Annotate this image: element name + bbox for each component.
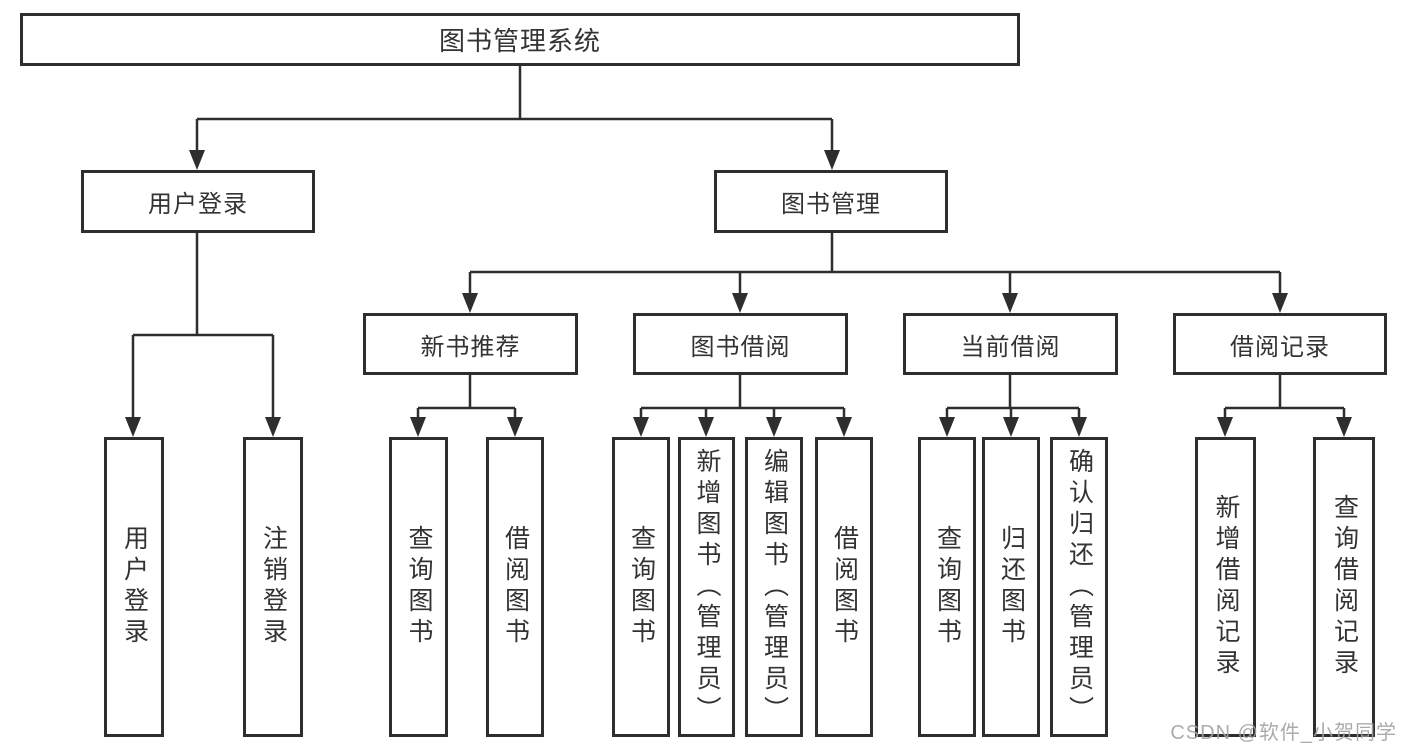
node-current-borrowing: 当前借阅 — [903, 313, 1118, 375]
leaf-query-books-current: 查询图书 — [918, 437, 976, 737]
node-current-borrowing-label: 当前借阅 — [960, 333, 1061, 361]
node-root: 图书管理系统 — [20, 13, 1020, 66]
leaf-query-books-borrowing-label: 查询图书 — [627, 525, 656, 649]
node-user-login-label: 用户登录 — [148, 191, 248, 218]
node-borrowing-records-label: 借阅记录 — [1230, 333, 1330, 361]
leaf-confirm-return-admin-label: 确认归还（管理员） — [1065, 447, 1094, 727]
leaf-edit-book-admin-label: 编辑图书（管理员） — [760, 447, 789, 727]
leaf-logout-label: 注销登录 — [259, 525, 288, 649]
node-borrowing-records: 借阅记录 — [1173, 313, 1387, 375]
leaf-return-books: 归还图书 — [982, 437, 1040, 737]
leaf-query-books-current-label: 查询图书 — [933, 525, 962, 649]
leaf-return-books-label: 归还图书 — [997, 525, 1026, 649]
node-new-book-recommend: 新书推荐 — [363, 313, 578, 375]
node-book-borrowing: 图书借阅 — [633, 313, 848, 375]
leaf-borrow-books-recommend-label: 借阅图书 — [501, 525, 530, 649]
leaf-borrow-books-borrowing-label: 借阅图书 — [830, 525, 859, 649]
leaf-query-books-borrowing: 查询图书 — [612, 437, 670, 737]
leaf-add-borrow-record-label: 新增借阅记录 — [1212, 494, 1240, 680]
leaf-logout: 注销登录 — [243, 437, 303, 737]
leaf-borrow-books-recommend: 借阅图书 — [486, 437, 544, 737]
node-new-book-recommend-label: 新书推荐 — [420, 333, 521, 361]
leaf-query-books-recommend-label: 查询图书 — [405, 525, 433, 649]
leaf-user-login-label: 用户登录 — [120, 525, 149, 649]
leaf-query-books-recommend: 查询图书 — [389, 437, 448, 737]
leaf-add-book-admin: 新增图书（管理员） — [678, 437, 735, 737]
node-user-login: 用户登录 — [81, 170, 315, 233]
node-book-management-label: 图书管理 — [781, 191, 881, 218]
leaf-user-login: 用户登录 — [104, 437, 164, 737]
leaf-confirm-return-admin: 确认归还（管理员） — [1050, 437, 1108, 737]
leaf-query-borrow-record: 查询借阅记录 — [1313, 437, 1375, 737]
node-root-label: 图书管理系统 — [438, 26, 601, 56]
leaf-query-borrow-record-label: 查询借阅记录 — [1330, 494, 1359, 680]
leaf-borrow-books-borrowing: 借阅图书 — [815, 437, 873, 737]
node-book-borrowing-label: 图书借阅 — [690, 333, 791, 361]
csdn-watermark: CSDN @软件_小贺同学 — [1170, 722, 1397, 744]
leaf-edit-book-admin: 编辑图书（管理员） — [745, 437, 803, 737]
leaf-add-book-admin-label: 新增图书（管理员） — [693, 447, 721, 727]
node-book-management: 图书管理 — [714, 170, 948, 233]
leaf-add-borrow-record: 新增借阅记录 — [1195, 437, 1256, 737]
